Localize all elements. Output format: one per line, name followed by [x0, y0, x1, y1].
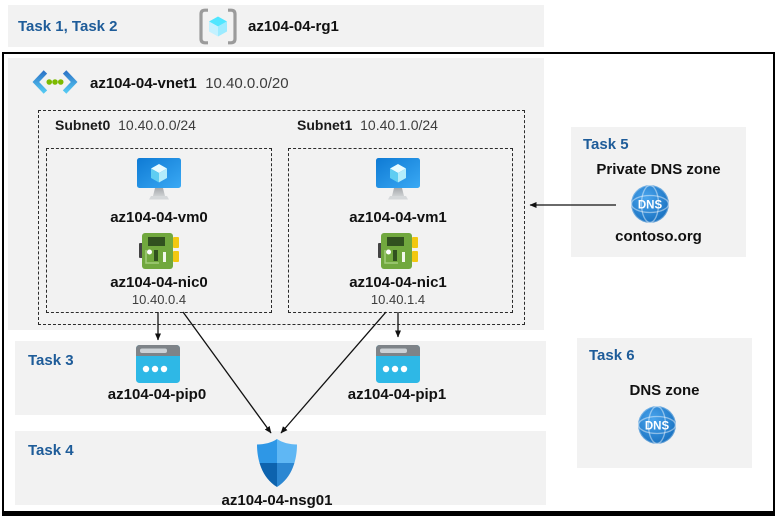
- private-dns-zone-title: Private DNS zone: [596, 161, 721, 178]
- subnet1-name: Subnet1: [297, 117, 353, 133]
- subnet0-cidr: 10.40.0.0/24: [118, 117, 196, 133]
- resource-group-icon: [199, 8, 237, 45]
- pip0-icon: [136, 345, 180, 383]
- task4-label: Task 4: [28, 442, 74, 459]
- subnet0-title: Subnet0 10.40.0.0/24: [55, 117, 196, 133]
- task3-band: Task 3: [15, 341, 546, 415]
- dns-zone-icon: DNS: [637, 405, 677, 445]
- subnet1-box: [288, 148, 513, 313]
- private-dns-zone-name: contoso.org: [615, 228, 702, 245]
- pip1-icon: [376, 345, 420, 383]
- pip1-label: az104-04-pip1: [347, 386, 447, 403]
- nic0-label: az104-04-nic0: [110, 274, 208, 291]
- task6-box: Task 6 DNS zone DNS: [577, 338, 752, 468]
- vnet-name: az104-04-vnet1: [90, 75, 197, 92]
- header-band: Task 1, Task 2 az104-04-rg1: [8, 5, 544, 47]
- nic1-icon: [378, 233, 418, 269]
- vm1-label: az104-04-vm1: [349, 209, 447, 226]
- subnet0-box: [46, 148, 272, 313]
- vm1-icon: [376, 158, 420, 200]
- pip0-label: az104-04-pip0: [107, 386, 207, 403]
- nic1-ip: 10.40.1.4: [370, 292, 426, 307]
- task5-label: Task 5: [583, 136, 629, 153]
- private-dns-badge-text: DNS: [638, 200, 663, 212]
- vm0-icon: [137, 158, 181, 200]
- nic0-ip: 10.40.0.4: [131, 292, 187, 307]
- nic1-label: az104-04-nic1: [349, 274, 447, 291]
- dns-zone-title: DNS zone: [629, 382, 700, 399]
- virtual-network-icon: [32, 70, 78, 94]
- nsg-shield-icon: [257, 439, 297, 487]
- nic0-icon: [139, 233, 179, 269]
- resource-group-name: az104-04-rg1: [248, 18, 339, 35]
- task3-label: Task 3: [28, 352, 74, 369]
- vnet-panel: [8, 58, 544, 330]
- vnet-cidr: 10.40.0.0/20: [205, 75, 289, 92]
- subnet1-title: Subnet1 10.40.1.0/24: [297, 117, 438, 133]
- dns-zone-badge-text: DNS: [645, 421, 670, 433]
- private-dns-icon: DNS: [630, 184, 670, 224]
- vm0-label: az104-04-vm0: [110, 209, 208, 226]
- subnet1-cidr: 10.40.1.0/24: [360, 117, 438, 133]
- task6-label: Task 6: [589, 347, 635, 364]
- task5-box: Task 5 Private DNS zone DNS contoso.org: [571, 127, 746, 257]
- vnet-title: az104-04-vnet1 10.40.0.0/20: [90, 75, 289, 93]
- nsg-label: az104-04-nsg01: [221, 492, 333, 509]
- subnet0-name: Subnet0: [55, 117, 111, 133]
- header-task-label: Task 1, Task 2: [18, 18, 118, 35]
